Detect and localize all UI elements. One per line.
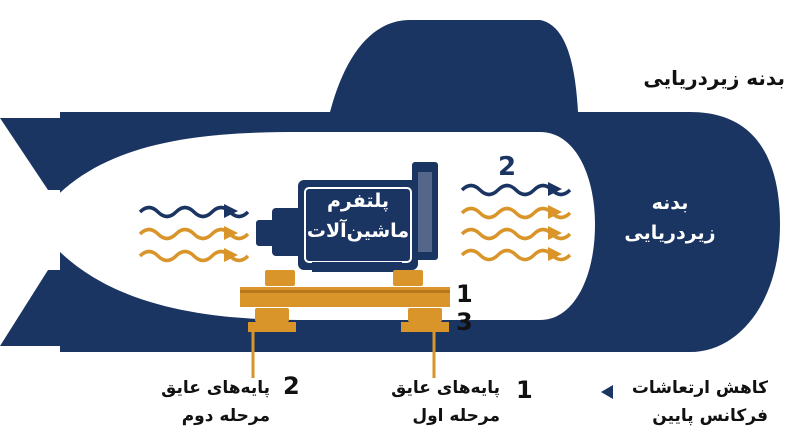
upper-mount-right — [393, 270, 423, 286]
machinery-label-line1: پلتفرم — [326, 190, 390, 212]
hull-inner-label-line2: زیردریایی — [624, 222, 716, 244]
engine-exhaust — [412, 162, 438, 260]
lower-mount-right — [408, 308, 442, 322]
engine-front — [272, 208, 304, 256]
tail-fin-top — [0, 118, 62, 190]
reduction-label-line1: کاهش ارتعاشات — [631, 378, 768, 398]
incoming-waves — [138, 204, 250, 263]
wave-number-label: 2 — [498, 152, 517, 182]
mount-number-3: 3 — [456, 308, 473, 336]
machinery-label-line2: ماشین‌آلات — [306, 220, 410, 242]
machinery-engine — [256, 162, 438, 272]
pointer-triangle — [601, 385, 613, 399]
upper-mount-left — [265, 270, 295, 286]
isolation-mounts — [240, 270, 450, 332]
reduction-label-line2: فرکانس پایین — [652, 406, 768, 426]
leader-lines — [251, 332, 436, 378]
outgoing-waves — [460, 182, 572, 262]
conning-tower — [330, 20, 578, 112]
lower-mount-left — [255, 308, 289, 322]
stage2-label-line2: مرحله دوم — [181, 406, 270, 426]
hull-outer-label: بدنه زیردریایی — [643, 66, 785, 90]
engine-block — [298, 180, 418, 270]
mount-number-1: 1 — [456, 280, 473, 308]
stage2-number: 2 — [283, 372, 300, 400]
stage2-label-line1: پایه‌های عایق — [161, 378, 270, 398]
stage1-number: 1 — [516, 376, 533, 404]
hull-inner-label-line1: بدنه — [651, 192, 689, 214]
tail-fin-bottom — [0, 270, 62, 346]
stage1-label-line1: پایه‌های عایق — [391, 378, 500, 398]
stage1-label-line2: مرحله اول — [412, 406, 500, 426]
